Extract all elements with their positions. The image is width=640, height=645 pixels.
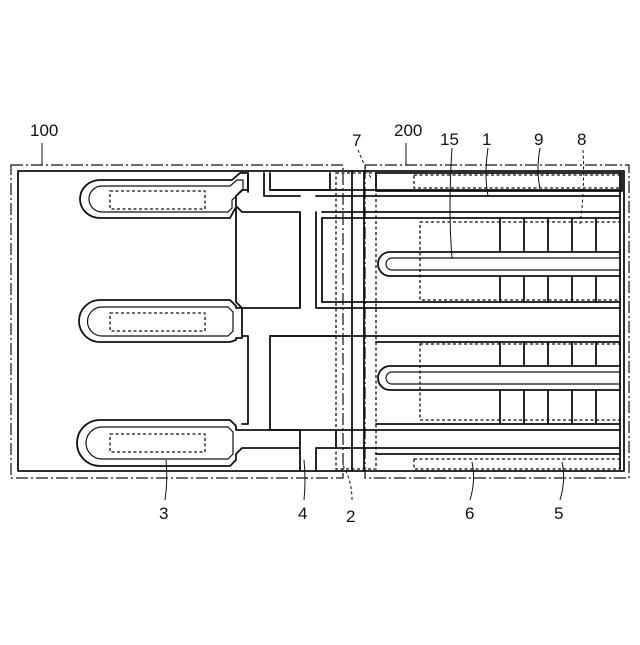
leader-9 [538, 148, 540, 188]
label-region-100: 100 [30, 121, 58, 140]
left-pad-structures [77, 173, 300, 466]
label-ref-5: 5 [554, 504, 563, 523]
label-ref-2: 2 [346, 507, 355, 526]
label-ref-9: 9 [534, 130, 543, 149]
leader-6 [470, 462, 474, 500]
label-region-200: 200 [394, 121, 422, 140]
lower-comb [500, 342, 596, 424]
label-ref-15: 15 [440, 130, 459, 149]
leader-1 [486, 148, 488, 196]
bus-wire-top [270, 173, 330, 190]
wire-link-middle-bottom [242, 336, 248, 424]
upper-comb [500, 218, 596, 302]
top-pad-window [110, 191, 205, 209]
lower-sensing-window [420, 344, 620, 420]
top-pad-outer [80, 173, 300, 308]
label-ref-4: 4 [298, 504, 307, 523]
label-ref-8: 8 [577, 130, 586, 149]
lower-loop-inner [386, 372, 620, 384]
bottom-strip-window [414, 459, 620, 469]
right-sensor-structures [270, 173, 622, 469]
upper-sensing-window [420, 222, 620, 300]
label-ref-6: 6 [465, 504, 474, 523]
leader-4 [304, 460, 305, 500]
bus-wire-right [316, 212, 342, 308]
substrate-outline [18, 171, 624, 471]
upper-loop-outer [378, 252, 620, 276]
bottom-pad-window [110, 434, 205, 452]
lower-loop-outer [378, 366, 620, 390]
leader-5 [560, 462, 564, 500]
middle-pad-window [110, 313, 205, 331]
middle-pad-inner [88, 307, 234, 336]
bus-wire-lower [270, 336, 336, 471]
label-ref-1: 1 [482, 130, 491, 149]
label-ref-3: 3 [159, 504, 168, 523]
bottom-pad-inner [86, 427, 233, 459]
label-ref-7: 7 [352, 131, 361, 150]
top-strip-window [414, 175, 620, 188]
upper-loop-inner [386, 258, 620, 270]
top-pad-inner [89, 180, 243, 212]
